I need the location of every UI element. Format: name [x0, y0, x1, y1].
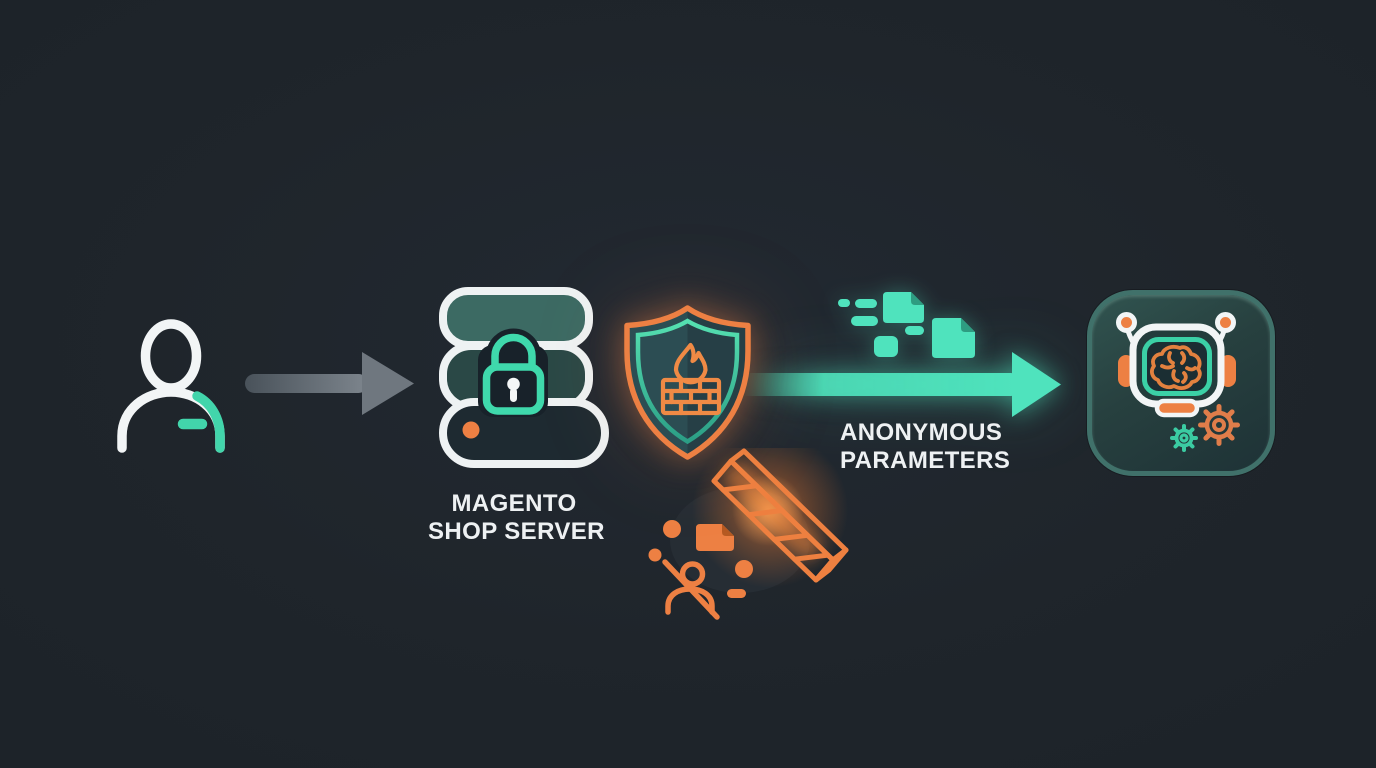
- user-icon: [117, 319, 225, 453]
- document-icon: [932, 318, 975, 358]
- firewall-shield-icon: [624, 305, 751, 460]
- server-label: MAGENTO SHOP SERVER: [428, 490, 605, 545]
- barricade-icon: [711, 448, 849, 583]
- anonymous-documents-icon: [838, 292, 975, 358]
- gear-icon: [1170, 424, 1198, 452]
- gear-icon: [1198, 404, 1240, 446]
- status-dot: [462, 421, 480, 439]
- ai-robot-card: [1087, 290, 1275, 476]
- data-dot: [648, 548, 662, 562]
- blocked-user-icon: [662, 559, 720, 620]
- robot-chin: [1154, 398, 1200, 418]
- personal-document-icon: [696, 524, 734, 551]
- lock-icon: [478, 328, 548, 417]
- slash-icon: [662, 559, 720, 620]
- server-label-line1: MAGENTO: [451, 490, 577, 517]
- flow-label: ANONYMOUS PARAMETERS: [840, 419, 1010, 474]
- flow-label-line1: ANONYMOUS: [840, 419, 1003, 446]
- data-dot: [663, 520, 681, 538]
- brain-icon: [1150, 344, 1202, 390]
- blocked-user-data-icon: [648, 448, 849, 620]
- flame-brick-icon: [660, 342, 722, 416]
- arrow-right-teal-icon: [743, 352, 1061, 417]
- document-icon: [883, 292, 924, 323]
- data-dot: [735, 560, 753, 578]
- arrow-right-gray-icon: [245, 352, 414, 415]
- server-stack-lock-icon: [439, 287, 609, 468]
- data-dash: [727, 589, 746, 598]
- server-label-line2: SHOP SERVER: [428, 517, 605, 545]
- flow-label-line2: PARAMETERS: [840, 446, 1011, 474]
- ai-robot-icon: [1116, 312, 1240, 452]
